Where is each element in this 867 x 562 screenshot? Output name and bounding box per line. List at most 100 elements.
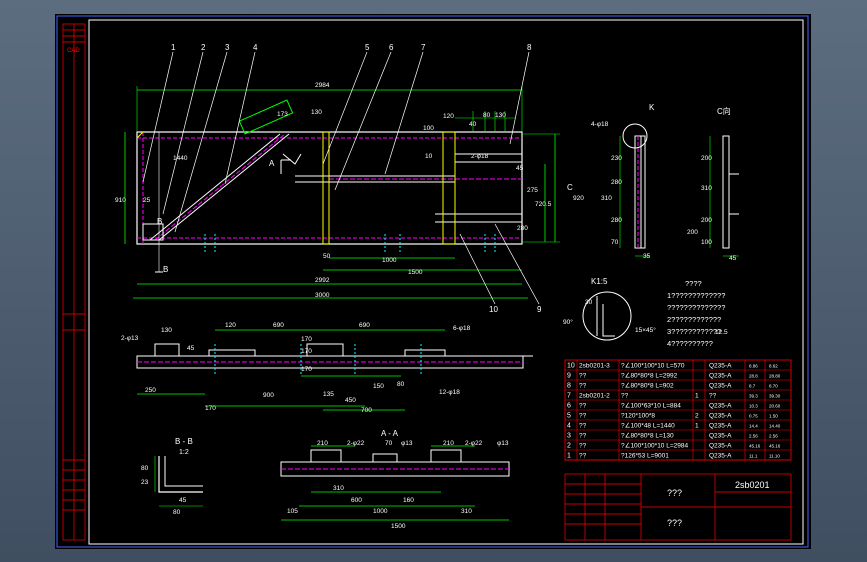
balloon-2: 2: [201, 43, 206, 52]
bom-cell-w1: 45.16: [749, 444, 761, 449]
bom-cell-w1: 8.86: [749, 364, 758, 369]
bom-cell-name: ?∠80*80*8 L=2992: [621, 372, 678, 380]
balloon-5: 5: [365, 43, 370, 52]
label-b-bottom: B: [163, 265, 168, 274]
section-bb-scale: 1:2: [179, 449, 189, 456]
dim-170-d: 170: [205, 405, 216, 412]
bom-cell-qty: 1: [695, 423, 699, 430]
dim-40: 40: [469, 121, 477, 128]
label-b-top: B: [157, 217, 162, 226]
dim-4-phi18: 4-φ18: [591, 121, 609, 128]
c-dims: C向 K 4-φ18 230 280 310 280 70 35 200 310…: [563, 103, 737, 336]
dim-135: 135: [323, 391, 334, 398]
bom-cell-code: 2sb0201-3: [579, 363, 610, 370]
dim-30: 30: [585, 299, 593, 306]
bom-cell-name: ?∠100*48 L=1440: [621, 422, 675, 430]
dim-80-bb-h: 80: [173, 509, 181, 516]
dim-50: 50: [323, 253, 331, 260]
dim-210-right: 210: [443, 440, 454, 447]
view-c-title: C向: [717, 106, 731, 116]
dim-3000: 3000: [315, 292, 330, 299]
notes-line-2: ??????????????: [667, 303, 725, 312]
dim-280-c-b: 280: [611, 217, 622, 224]
bom-cell-w2: 14.40: [769, 424, 781, 429]
dim-1000-aa: 1000: [373, 508, 388, 515]
bom-cell-w2: 11.10: [769, 454, 780, 459]
bom-cell-code: ??: [579, 413, 587, 420]
dim-10: 10: [425, 153, 433, 160]
bom-cell-no: 6: [567, 403, 571, 410]
dim-100-c: 100: [701, 239, 712, 246]
bom-cell-w1: 14.4: [749, 424, 758, 429]
bom-cell-mat: Q235-A: [709, 413, 732, 420]
dim-2-phi18: 2-φ18: [471, 153, 489, 160]
dim-150: 150: [373, 383, 384, 390]
balloon-7: 7: [421, 43, 426, 52]
balloon-1: 1: [171, 43, 176, 52]
bom-cell-no: 7: [567, 393, 571, 400]
bom-cell-qty: 1: [695, 393, 699, 400]
dim-45-c: 45: [729, 255, 737, 262]
bom-cell-no: 4: [567, 423, 571, 430]
title-block-text: ??? ??? 2sb0201: [667, 480, 770, 528]
drawing-code: 2sb0201: [735, 480, 770, 490]
dim-170-a: 170: [301, 336, 312, 343]
dim-12-phi18: 12-φ18: [439, 389, 460, 396]
dim-phi13-aa: φ13: [401, 440, 413, 447]
dim-700: 700: [361, 407, 372, 414]
cad-tag: CAD: [67, 48, 80, 54]
dim-70: 70: [385, 440, 393, 447]
dim-173: 173: [277, 111, 288, 118]
dim-310-c2: 310: [701, 185, 712, 192]
bom-cell-mat: Q235-A: [709, 423, 732, 430]
dim-170-b: 170: [301, 348, 312, 355]
bom-cell-code: ??: [579, 383, 587, 390]
dim-23: 23: [141, 479, 149, 486]
bom-cell-no: 3: [567, 433, 571, 440]
bom-cell-w2: 1.50: [769, 414, 778, 419]
balloons: 1 2 3 4 5 6 7 8 9 10: [171, 43, 542, 314]
dim-120: 120: [443, 113, 454, 120]
cad-drawing: CAD: [56, 15, 809, 548]
dim-15x45: 15×45°: [635, 326, 656, 334]
balloon-10: 10: [489, 305, 498, 314]
drawing-sheet: CAD: [55, 14, 811, 549]
dim-230: 230: [611, 155, 622, 162]
dim-35: 35: [643, 253, 651, 260]
bom-cell-code: 2sb0201-2: [579, 393, 610, 400]
bom-cell-code: ??: [579, 423, 587, 430]
dim-45: 45: [516, 165, 524, 172]
balloon-9: 9: [537, 305, 542, 314]
dim-600: 600: [351, 497, 362, 504]
bb-dims: B - B 1:2 80 23 45 80: [141, 437, 193, 516]
balloon-3: 3: [225, 43, 230, 52]
dim-phi13-right: φ13: [497, 440, 509, 447]
bom-cell-name: ?∠80*80*8 L=130: [621, 432, 674, 440]
dim-275: 275: [527, 187, 538, 194]
dim-105: 105: [287, 508, 298, 515]
label-a: A: [269, 159, 275, 168]
dim-12-5: 12.5: [715, 329, 728, 336]
bom-cell-w2: 45.16: [769, 444, 781, 449]
k-scale: K1:5: [591, 277, 608, 286]
dim-280-c: 280: [611, 179, 622, 186]
dim-200-a: 200: [701, 155, 712, 162]
dim-690-right: 690: [359, 322, 370, 329]
dim-310-right: 310: [461, 508, 472, 515]
dim-690-left: 690: [273, 322, 284, 329]
bom-cell-no: 8: [567, 383, 571, 390]
dim-210-left: 210: [317, 440, 328, 447]
left-margin-strip: [62, 23, 86, 541]
dim-1500: 1500: [408, 269, 423, 276]
drawing-title-1: ???: [667, 488, 682, 498]
bom-cell-code: ??: [579, 433, 587, 440]
dim-45-side: 45: [187, 345, 195, 352]
dim-80: 80: [483, 112, 491, 119]
side-dims: 2-φ13 130 45 120 690 690 6-φ18 250 170 1…: [121, 322, 471, 414]
bom-cell-mat: Q235-A: [709, 383, 732, 390]
dim-920: 920: [573, 195, 584, 202]
bom-cell-w2: 39.30: [769, 394, 781, 399]
balloon-8: 8: [527, 43, 532, 52]
